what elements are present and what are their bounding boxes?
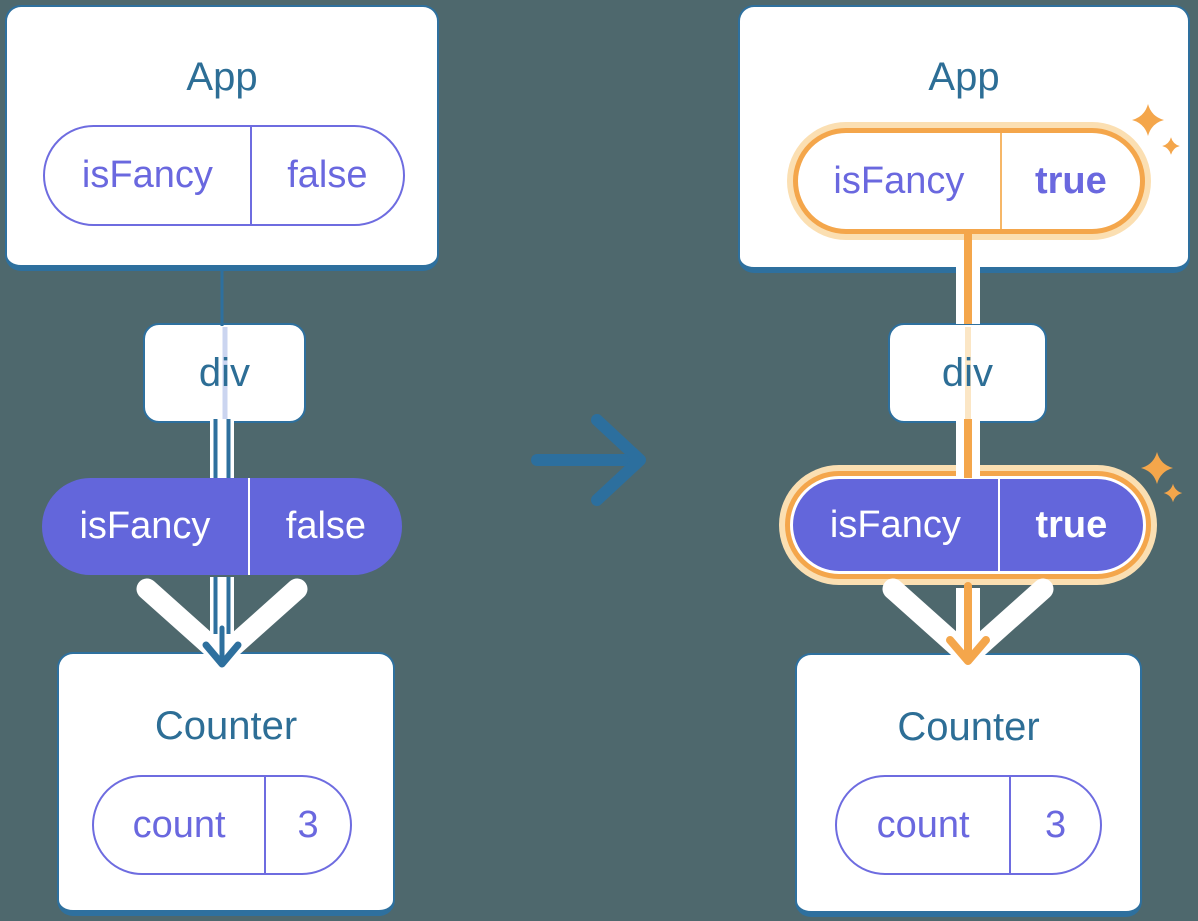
state-name: count [132, 803, 226, 846]
state-value: 3 [264, 777, 350, 873]
counter-state-pill-before: count 3 [92, 775, 352, 875]
sparkle-icon [1141, 452, 1173, 484]
prop-value: false [249, 127, 403, 224]
app-prop-pill-after-highlighted: isFancy true [793, 128, 1145, 234]
div-node-box-before: div [143, 323, 306, 423]
state-value: 3 [1009, 777, 1100, 873]
counter-title: Counter [154, 704, 298, 748]
passed-prop-pill-before: isFancy false [42, 478, 402, 575]
counter-component-box-before: Counter count 3 [57, 652, 395, 916]
prop-name: isFancy [829, 503, 961, 546]
div-node-box-after: div [888, 323, 1047, 423]
state-name: count [876, 803, 970, 846]
prop-name: isFancy [833, 159, 965, 202]
prop-value: true [997, 479, 1143, 571]
counter-component-box-after: Counter count 3 [795, 653, 1142, 917]
counter-state-pill-after: count 3 [835, 775, 1102, 875]
div-label: div [198, 350, 251, 395]
prop-pass-through-line [964, 327, 971, 419]
prop-value: true [999, 133, 1140, 229]
prop-pass-through-line [222, 327, 227, 419]
prop-name: isFancy [81, 154, 213, 196]
prop-name: isFancy [79, 505, 211, 547]
big-chevron-icon [136, 578, 308, 667]
counter-title: Counter [897, 705, 1040, 749]
app-component-box-before: App isFancy false [5, 5, 439, 271]
sparkle-icon [1163, 483, 1183, 503]
passed-prop-pill-after-highlighted: isFancy true [790, 476, 1146, 574]
app-title: App [928, 55, 1000, 99]
prop-value: false [247, 478, 402, 575]
big-chevron-icon [882, 578, 1054, 667]
div-label: div [941, 350, 994, 395]
app-title: App [186, 55, 258, 99]
app-prop-pill-before: isFancy false [43, 125, 405, 226]
app-component-box-after: App isFancy true [738, 5, 1190, 273]
arrow-right-icon [531, 414, 646, 506]
